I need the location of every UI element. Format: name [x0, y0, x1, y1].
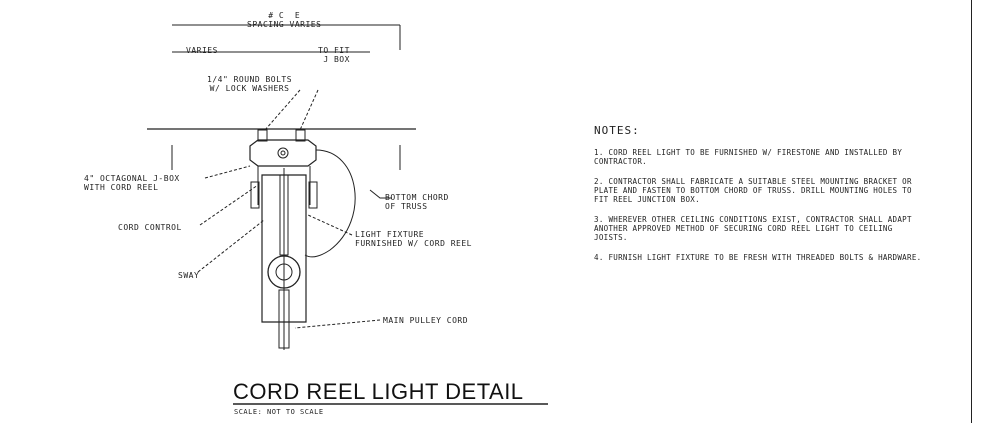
- fixture-body: [261, 174, 307, 323]
- leader-bottom-chord: [369, 189, 392, 199]
- label-main-pulley-cord: MAIN PULLEY CORD: [383, 316, 469, 325]
- bracket-clip-left: [250, 181, 260, 209]
- label-spacing-varies: # C E SPACING VARIES: [247, 11, 322, 29]
- pulley-wheel-outer: [267, 255, 301, 289]
- cord-loop-arc: [304, 149, 356, 258]
- label-varies: VARIES: [186, 46, 218, 55]
- note-item-1: 1. CORD REEL LIGHT TO BE FURNISHED W/ FI…: [594, 148, 903, 166]
- octagonal-j-box: [249, 139, 317, 167]
- leader-sway: [197, 219, 265, 273]
- leader-main-pulley-cord: [294, 319, 381, 329]
- j-box-center-screw: [277, 147, 289, 159]
- scale-label: SCALE: NOT TO SCALE: [234, 408, 324, 416]
- label-light-fixture: LIGHT FIXTURE FURNISHED W/ CORD REEL: [355, 230, 472, 248]
- fixture-stem: [279, 174, 289, 256]
- notes-heading: NOTES:: [594, 124, 640, 137]
- note-item-3: 3. WHEREVER OTHER CEILING CONDITIONS EXI…: [594, 215, 912, 242]
- pulley-wheel-inner: [275, 263, 293, 281]
- label-to-fit-jbox: TO FIT J BOX: [318, 46, 350, 64]
- note-item-4: 4. FURNISH LIGHT FIXTURE TO BE FRESH WIT…: [594, 253, 922, 262]
- leader-octagonal-box: [204, 165, 251, 179]
- label-bottom-chord: BOTTOM CHORD OF TRUSS: [385, 193, 449, 211]
- bolt-left: [257, 129, 268, 142]
- bolt-right: [295, 129, 306, 142]
- label-octagonal-j-box: 4" OCTAGONAL J-BOX WITH CORD REEL: [84, 174, 180, 192]
- leader-light-fixture: [307, 214, 353, 236]
- bracket-clip-right: [308, 181, 318, 209]
- j-box-center-screw-inner: [280, 150, 286, 156]
- note-item-2: 2. CONTRACTOR SHALL FABRICATE A SUITABLE…: [594, 177, 912, 204]
- detail-title: CORD REEL LIGHT DETAIL: [233, 379, 524, 404]
- leader-cord-control: [199, 184, 259, 226]
- sheet-border-line: [971, 0, 972, 423]
- label-round-bolts: 1/4" ROUND BOLTS W/ LOCK WASHERS: [207, 75, 293, 93]
- pull-cord-tail: [278, 289, 290, 349]
- label-cord-control: CORD CONTROL: [118, 223, 182, 232]
- notes-block: NOTES: 1. CORD REEL LIGHT TO BE FURNISHE…: [594, 124, 966, 273]
- label-sway: SWAY: [178, 271, 200, 280]
- leader-bolts: [264, 89, 319, 131]
